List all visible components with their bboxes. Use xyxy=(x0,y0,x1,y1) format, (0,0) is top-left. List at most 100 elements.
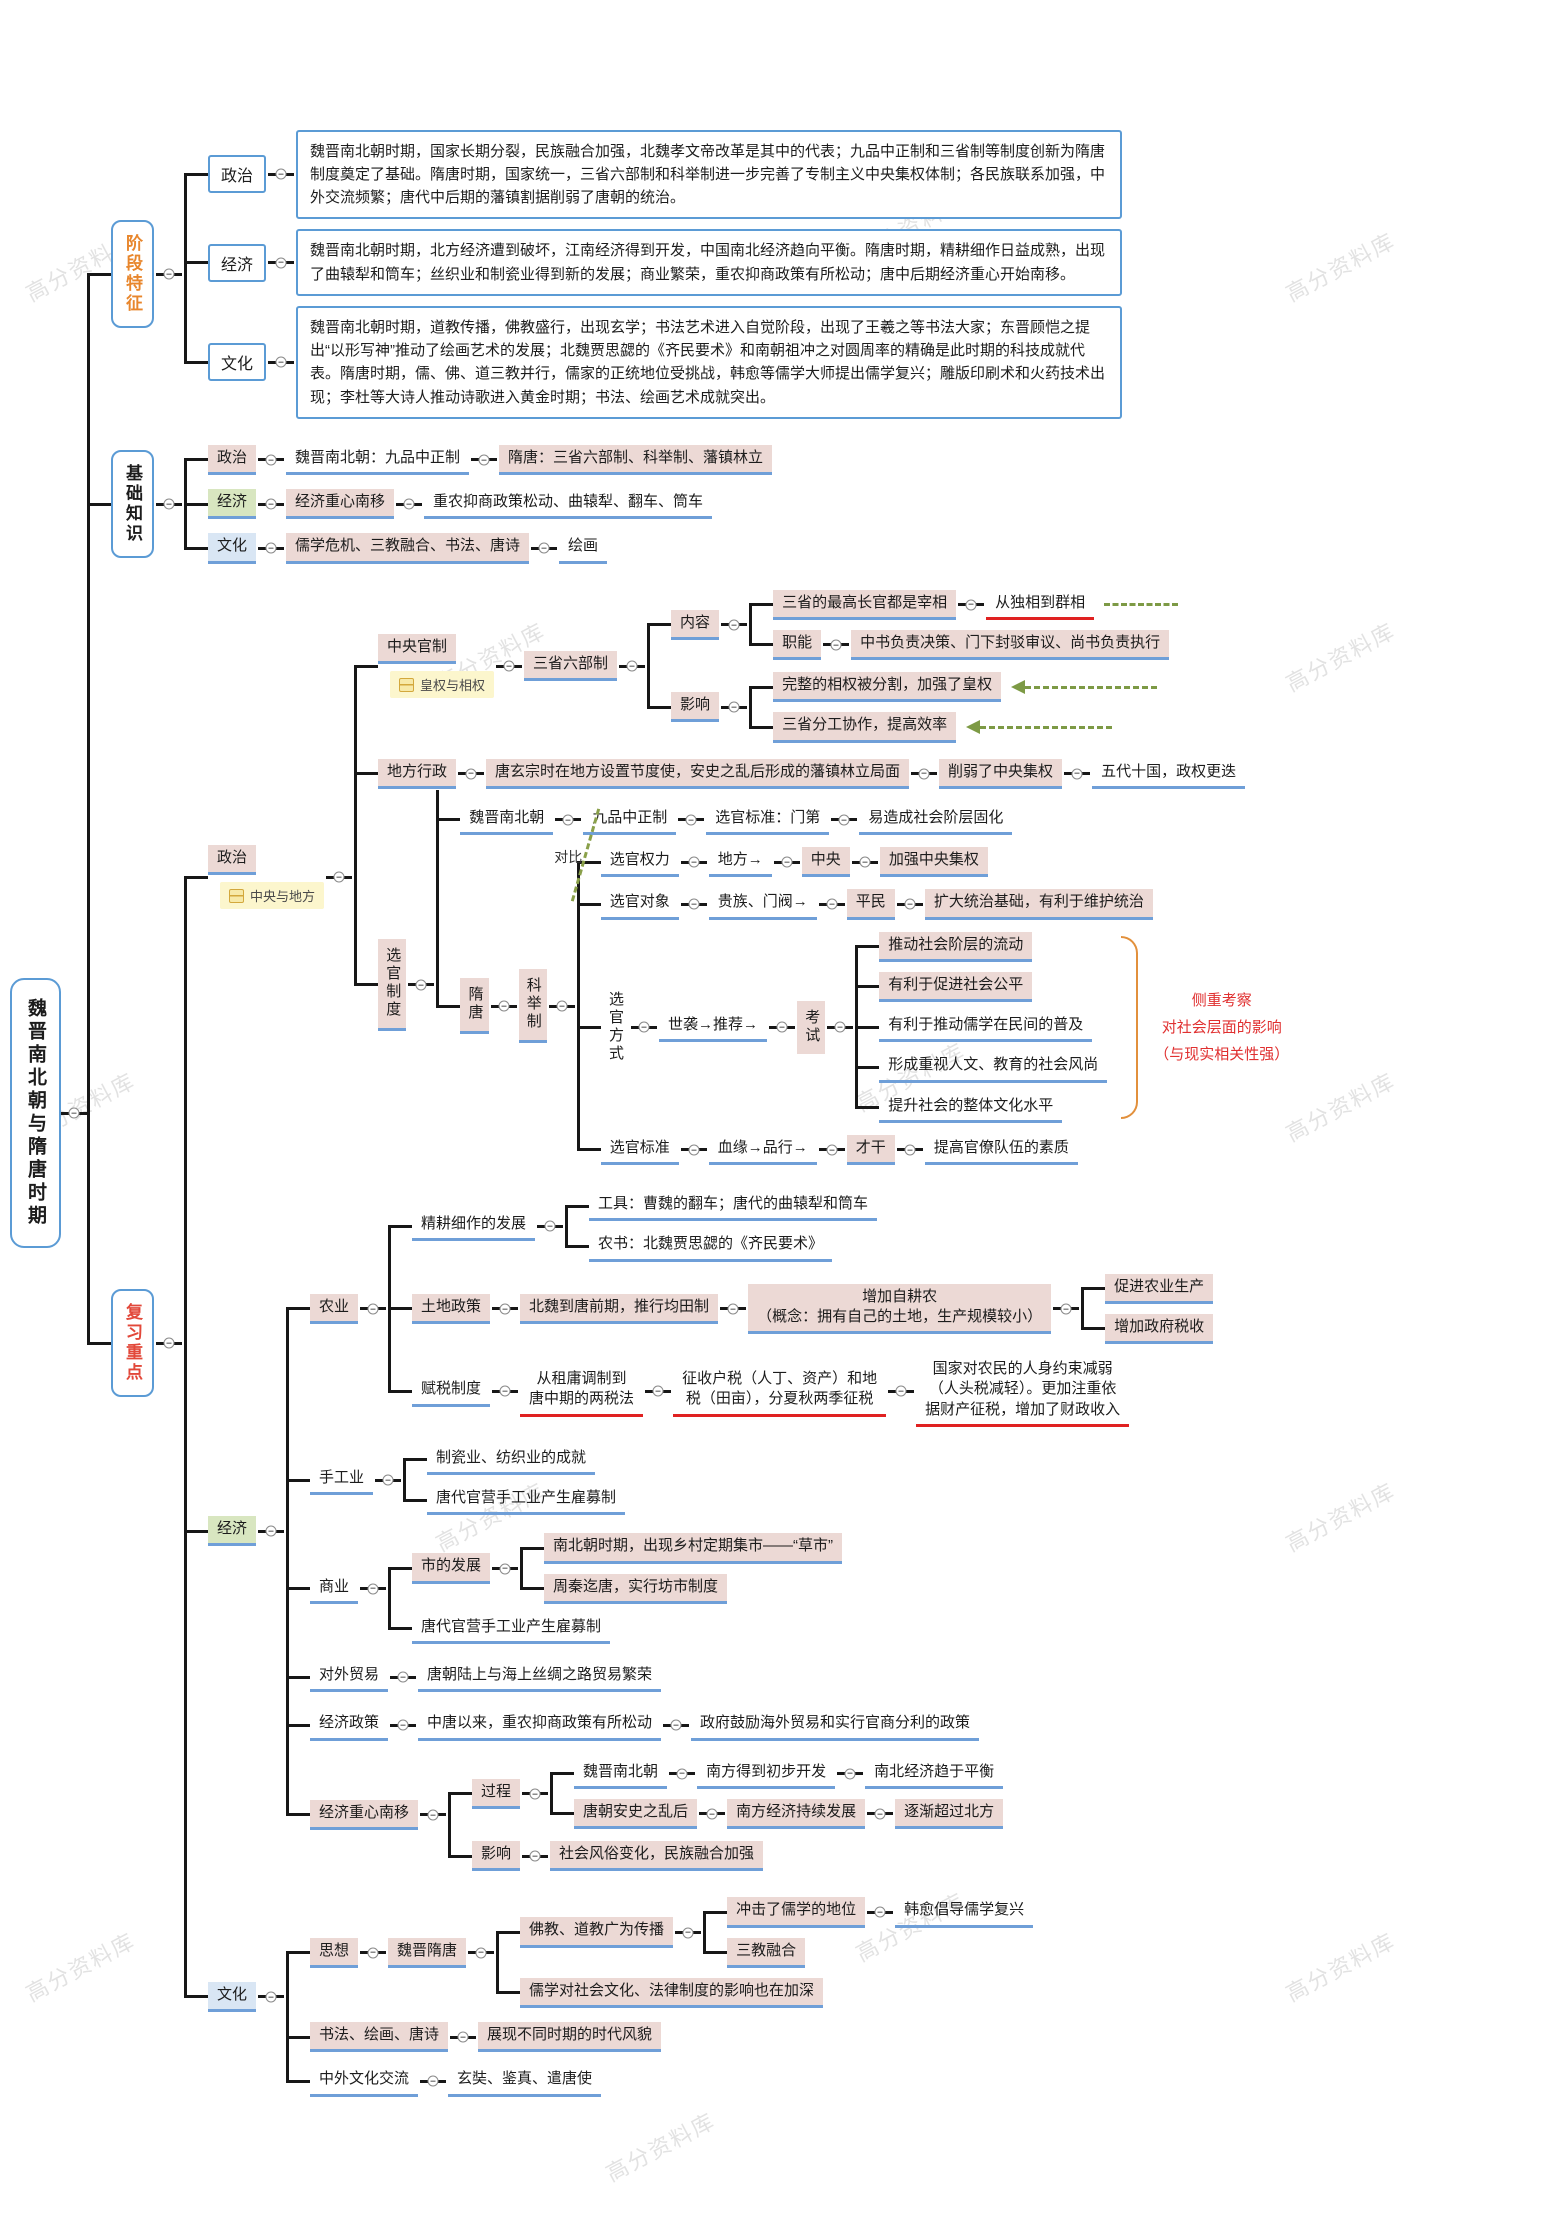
process-r1a[interactable]: 魏晋南北朝 xyxy=(574,1759,668,1789)
handicraft-b[interactable]: 唐代官营手工业产生雇募制 xyxy=(427,1485,626,1516)
collapse-toggle[interactable] xyxy=(818,897,845,911)
collapse-toggle[interactable] xyxy=(537,1219,564,1233)
collapse-toggle[interactable] xyxy=(268,355,295,369)
handicraft-a[interactable]: 制瓷业、纺织业的成就 xyxy=(427,1445,596,1475)
collapse-toggle[interactable] xyxy=(458,767,485,781)
collapse-toggle[interactable] xyxy=(420,1808,447,1822)
book-node[interactable]: 农书：北魏贾思勰的《齐民要术》 xyxy=(589,1231,833,1262)
standard-c[interactable]: 提高官僚队伍的素质 xyxy=(924,1135,1078,1165)
stage-culture-text[interactable]: 魏晋南北朝时期，道教传播，佛教盛行，出现玄学；书法艺术进入自觉阶段，出现了王羲之… xyxy=(296,305,1123,419)
collapse-toggle[interactable] xyxy=(680,1143,707,1157)
agriculture-label[interactable]: 农业 xyxy=(310,1293,359,1324)
policy-label[interactable]: 经济政策 xyxy=(310,1710,389,1741)
stage-economy-text[interactable]: 魏晋南北朝时期，北方经济遭到破坏，江南经济得到开发，中国南北经济趋向平衡。隋唐时… xyxy=(296,229,1123,296)
standard-b[interactable]: 才干 xyxy=(846,1134,895,1165)
weijin-d[interactable]: 易造成社会阶层固化 xyxy=(859,805,1013,835)
collapse-toggle[interactable] xyxy=(1064,767,1091,781)
collapse-toggle[interactable] xyxy=(680,897,707,911)
land-policy-b[interactable]: 增加自耕农 （概念：拥有自己的土地，生产规模较小） xyxy=(748,1283,1052,1334)
collapse-toggle[interactable] xyxy=(408,978,435,992)
collapse-toggle[interactable] xyxy=(645,1384,672,1398)
collapse-toggle[interactable] xyxy=(896,897,923,911)
collapse-toggle[interactable] xyxy=(721,618,748,632)
collapse-toggle[interactable] xyxy=(360,1946,387,1960)
basics-economy-b[interactable]: 重农抑商政策松动、曲辕犁、翻车、筒车 xyxy=(424,489,713,520)
collapse-toggle[interactable] xyxy=(522,1849,549,1863)
effect-1[interactable]: 推动社会阶层的流动 xyxy=(879,931,1033,962)
target-b[interactable]: 平民 xyxy=(846,889,895,920)
effect-5[interactable]: 提升社会的整体文化水平 xyxy=(879,1093,1063,1123)
power-b[interactable]: 中央 xyxy=(801,847,850,878)
collapse-toggle[interactable] xyxy=(721,700,748,714)
basics-economy-a[interactable]: 经济重心南移 xyxy=(286,489,395,520)
effect-2[interactable]: 有利于促进社会公平 xyxy=(879,971,1033,1002)
religion-label[interactable]: 佛教、道教广为传播 xyxy=(520,1917,674,1948)
weijin-c[interactable]: 选官标准：门第 xyxy=(706,805,830,835)
process-r2c[interactable]: 逐渐超过北方 xyxy=(895,1798,1004,1829)
process-r1c[interactable]: 南北经济趋于平衡 xyxy=(865,1759,1004,1789)
collapse-toggle[interactable] xyxy=(531,541,558,555)
function-text[interactable]: 中书负责决策、门下封驳审议、尚书负责执行 xyxy=(851,629,1170,660)
collapse-toggle[interactable] xyxy=(631,1020,658,1034)
collapse-toggle[interactable] xyxy=(911,767,938,781)
collapse-toggle[interactable] xyxy=(769,1020,796,1034)
local-admin-label[interactable]: 地方行政 xyxy=(378,758,457,789)
collapse-toggle[interactable] xyxy=(818,1143,845,1157)
land-policy-label[interactable]: 土地政策 xyxy=(412,1293,491,1324)
collapse-toggle[interactable] xyxy=(522,1787,549,1801)
collapse-toggle[interactable] xyxy=(867,1807,894,1821)
religion-b[interactable]: 韩愈倡导儒学复兴 xyxy=(895,1897,1034,1928)
collapse-toggle[interactable] xyxy=(492,1302,519,1316)
market-b[interactable]: 周秦迄唐，实行坊市制度 xyxy=(544,1573,728,1604)
review-culture-label[interactable]: 文化 xyxy=(208,1981,257,2012)
local-admin-a[interactable]: 唐玄宗时在地方设置节度使，安史之乱后形成的藩镇林立局面 xyxy=(486,758,910,789)
method-a[interactable]: 世袭→推荐→ xyxy=(659,1012,768,1043)
note-central-local[interactable]: 中央与地方 xyxy=(220,882,325,910)
collapse-toggle[interactable] xyxy=(496,659,523,673)
shift-impact-label[interactable]: 影响 xyxy=(472,1841,521,1872)
policy-a[interactable]: 中唐以来，重农抑商政策有所松动 xyxy=(418,1710,662,1741)
collapse-toggle[interactable] xyxy=(258,1990,285,2004)
commerce-label[interactable]: 商业 xyxy=(310,1574,359,1604)
target-c[interactable]: 扩大统治基础，有利于维护统治 xyxy=(924,889,1153,920)
collapse-toggle[interactable] xyxy=(61,1106,87,1120)
target-label[interactable]: 选官对象 xyxy=(600,889,679,920)
collapse-toggle[interactable] xyxy=(888,1384,915,1398)
basics-economy-label[interactable]: 经济 xyxy=(208,489,257,520)
collapse-toggle[interactable] xyxy=(326,870,353,884)
collapse-toggle[interactable] xyxy=(669,1767,696,1781)
collapse-toggle[interactable] xyxy=(156,497,182,511)
exchange-text[interactable]: 玄奘、鉴真、遣唐使 xyxy=(448,2066,602,2097)
chiefs-node[interactable]: 三省的最高长官都是宰相 xyxy=(773,589,957,620)
collapse-toggle[interactable] xyxy=(490,999,517,1013)
collapse-toggle[interactable] xyxy=(492,1384,519,1398)
basics-culture-a[interactable]: 儒学危机、三教融合、书法、唐诗 xyxy=(286,533,530,564)
market-a[interactable]: 南北朝时期，出现乡村定期集市——“草市” xyxy=(544,1533,843,1564)
process-r1b[interactable]: 南方得到初步开发 xyxy=(697,1759,836,1789)
collapse-toggle[interactable] xyxy=(468,1946,495,1960)
collapse-toggle[interactable] xyxy=(268,167,295,181)
review-politics-label[interactable]: 政治 xyxy=(208,845,257,876)
collapse-toggle[interactable] xyxy=(663,1718,690,1732)
basics-culture-label[interactable]: 文化 xyxy=(208,533,257,564)
policy-b[interactable]: 政府鼓励海外贸易和实行官商分利的政策 xyxy=(691,1710,980,1741)
basics-politics-a[interactable]: 魏晋南北朝：九品中正制 xyxy=(286,445,470,475)
collapse-toggle[interactable] xyxy=(837,1767,864,1781)
power-a[interactable]: 地方→ xyxy=(708,847,772,878)
basics-politics-b[interactable]: 隋唐：三省六部制、科举制、藩镇林立 xyxy=(499,444,773,475)
power-label[interactable]: 选官权力 xyxy=(600,847,679,878)
collapse-toggle[interactable] xyxy=(390,1718,417,1732)
art-text[interactable]: 展现不同时期的时代风貌 xyxy=(478,2022,662,2053)
keju-node[interactable]: 科举制 xyxy=(518,969,547,1043)
market-label[interactable]: 市的发展 xyxy=(412,1553,491,1584)
impact-item-1[interactable]: 完整的相权被分割，加强了皇权 xyxy=(773,672,1002,703)
basics-culture-b[interactable]: 绘画 xyxy=(559,533,608,564)
collapse-toggle[interactable] xyxy=(156,1336,182,1350)
collapse-toggle[interactable] xyxy=(492,1562,519,1576)
standard-a[interactable]: 血缘→品行→ xyxy=(708,1135,817,1165)
collapse-toggle[interactable] xyxy=(851,855,878,869)
selection-label[interactable]: 选官制度 xyxy=(378,938,407,1031)
trade-label[interactable]: 对外贸易 xyxy=(310,1662,389,1693)
collapse-toggle[interactable] xyxy=(360,1302,387,1316)
method-label[interactable]: 选官方式 xyxy=(607,990,625,1063)
